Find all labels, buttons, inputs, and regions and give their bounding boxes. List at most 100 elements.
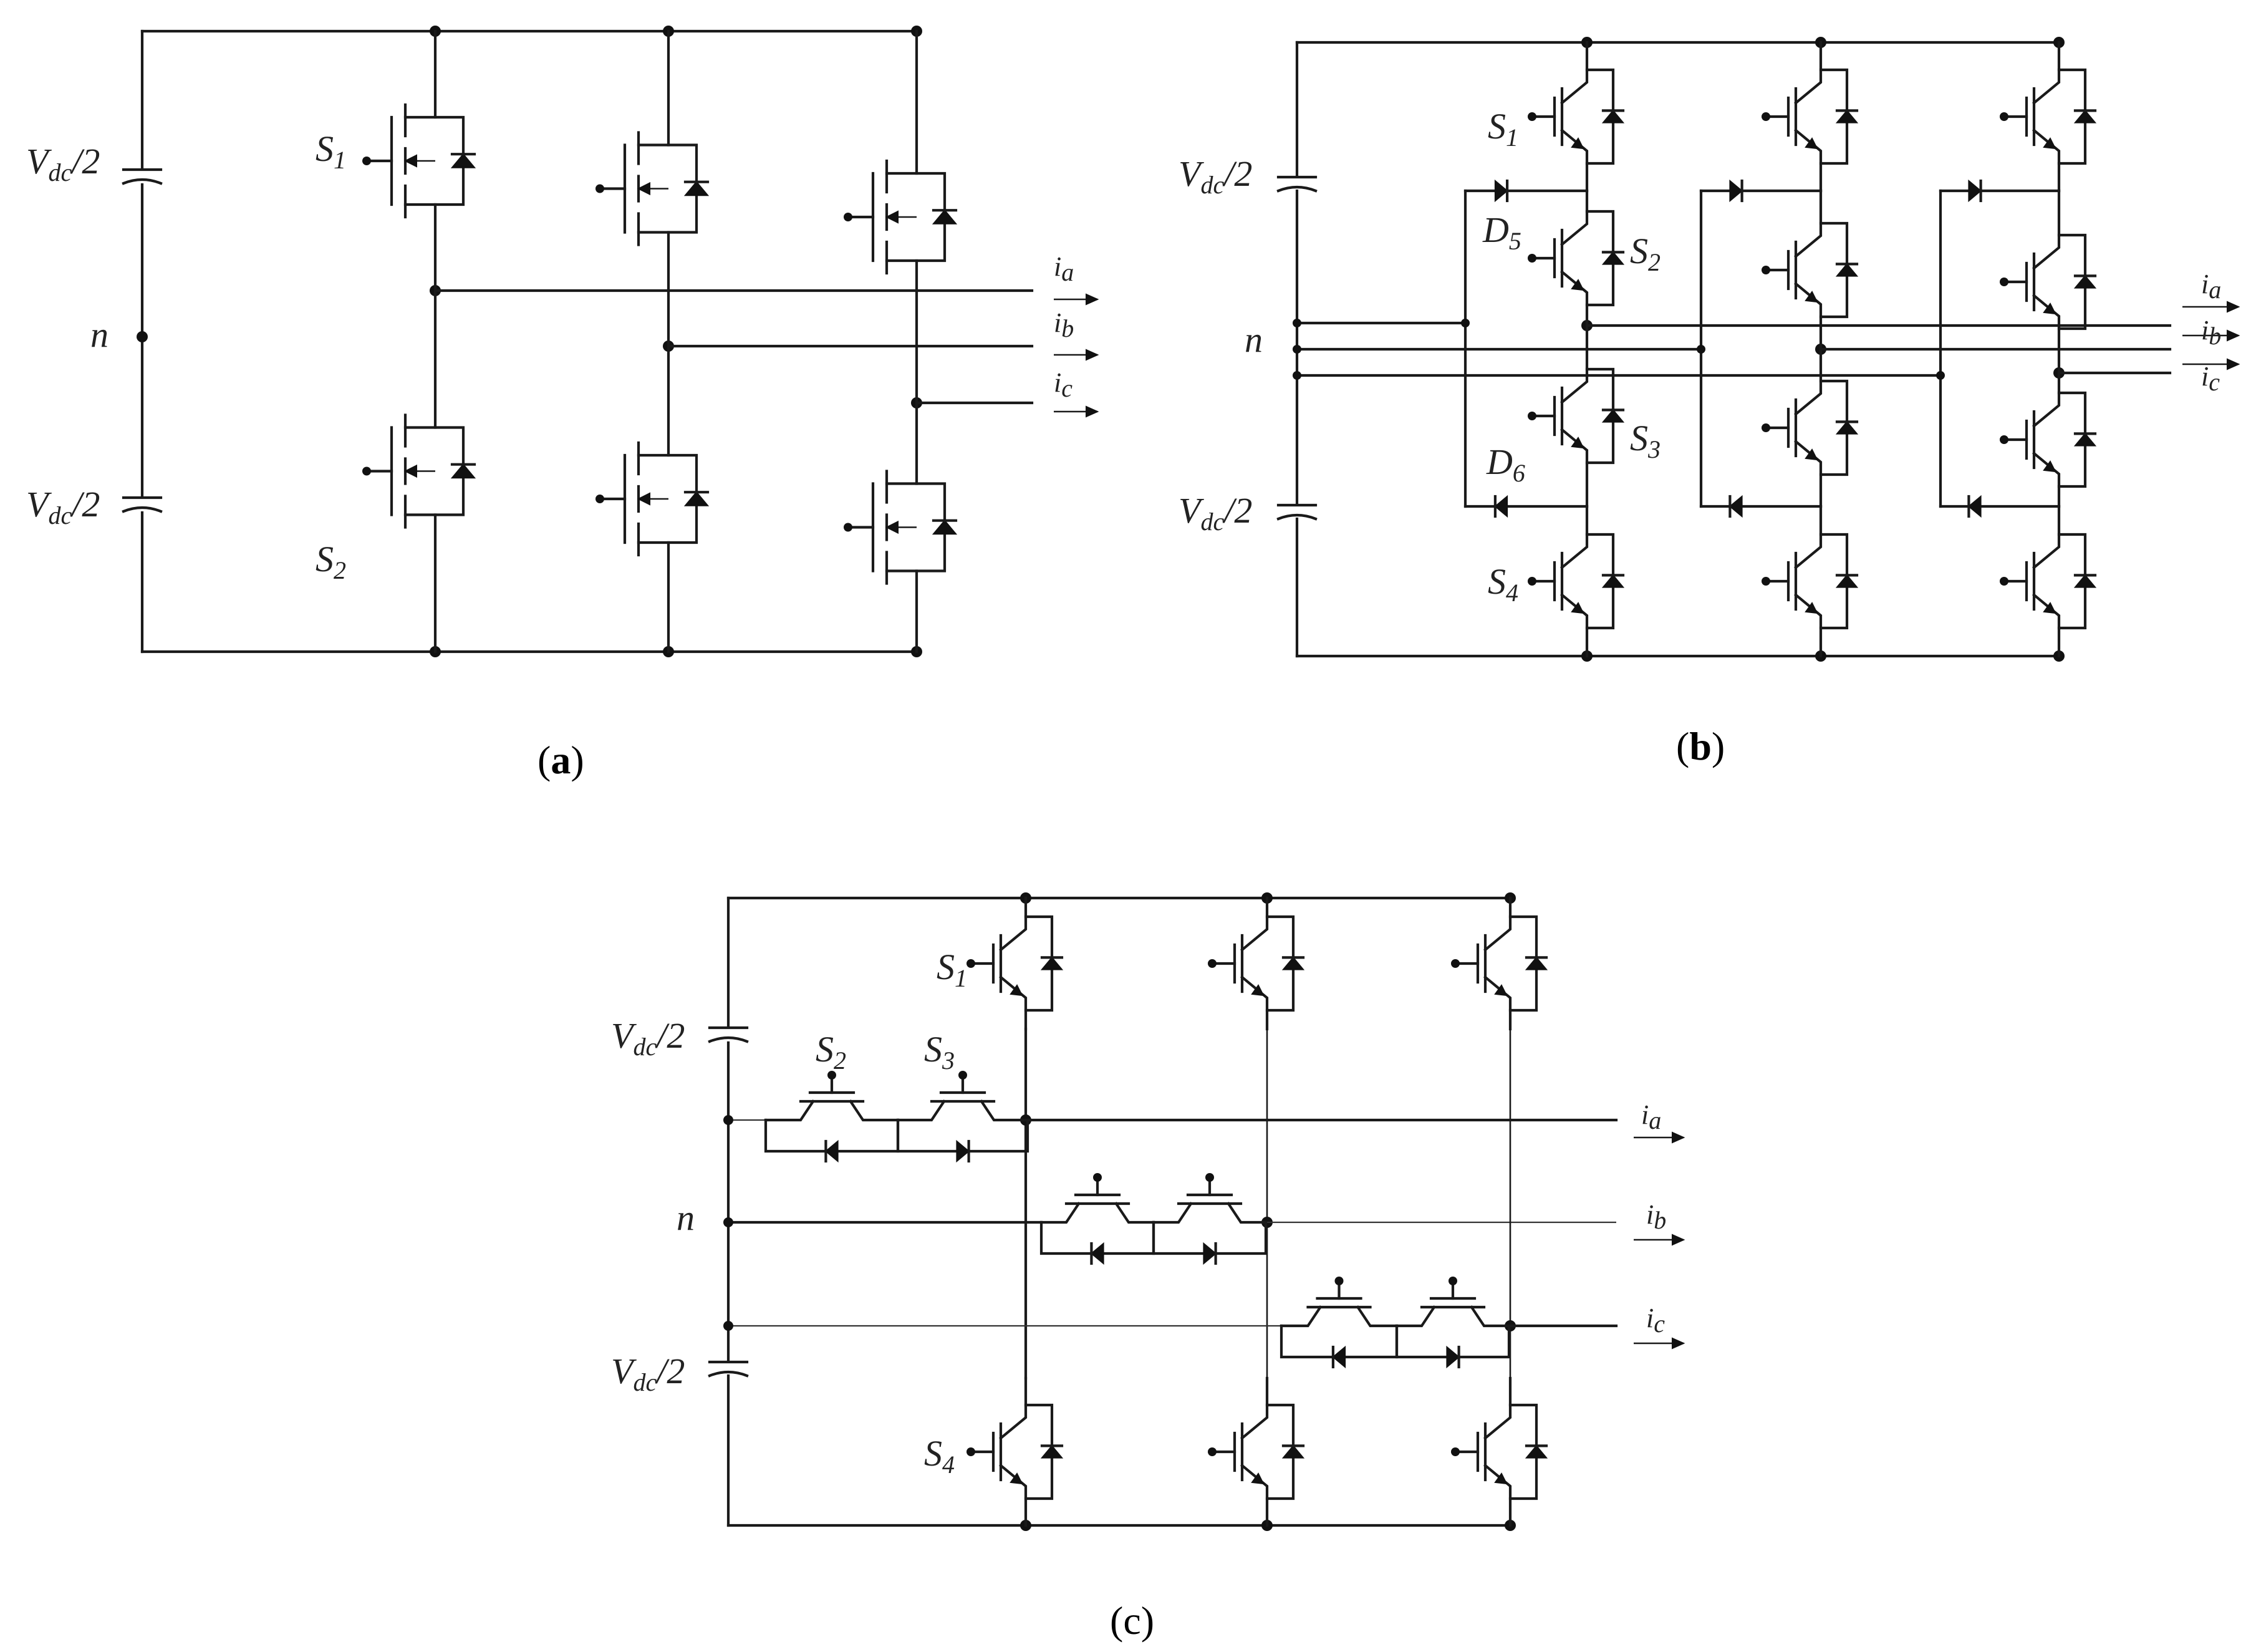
emitter-arrow bbox=[1571, 137, 1584, 150]
emitter-lead bbox=[1794, 440, 1823, 508]
gate-terminal bbox=[967, 959, 975, 968]
emitter-arrow bbox=[1010, 1472, 1023, 1485]
panel-b-ic-label: ic bbox=[2201, 361, 2220, 396]
s2-igbt-leg-2 bbox=[1762, 189, 1859, 351]
collector-lead bbox=[999, 896, 1028, 952]
s4-igbt-leg-1 bbox=[1528, 505, 1625, 658]
anti-parallel-diode-triangle bbox=[2073, 274, 2097, 289]
gate-terminal bbox=[1208, 1447, 1217, 1456]
emitter-lead bbox=[1560, 128, 1589, 193]
panel-c-s1-label: S1 bbox=[937, 947, 967, 992]
panel-b-vdc-bottom-label: Vdc/2 bbox=[1179, 490, 1252, 536]
anti-parallel-diode-triangle bbox=[1281, 956, 1305, 970]
emitter-lead bbox=[999, 975, 1028, 1031]
anti-parallel-diode-triangle bbox=[1601, 574, 1625, 588]
gate-terminal bbox=[1762, 112, 1770, 121]
anti-parallel-diode-triangle bbox=[1090, 1242, 1104, 1265]
lower-igbt-leg-1 bbox=[967, 1376, 1064, 1527]
panel-b-s1-label: S1 bbox=[1488, 106, 1518, 152]
panel-a-vdc-top-label: Vdc/2 bbox=[26, 141, 100, 186]
panel-c-s3-label: S3 bbox=[924, 1029, 955, 1075]
gate-terminal bbox=[2000, 112, 2008, 121]
panel-c-t-type-inverter: Vdc/2 n Vdc/2 S1 S2 S3 S4 ia ib ic (c) bbox=[611, 892, 1685, 1643]
source-lead bbox=[885, 569, 918, 654]
drain-lead bbox=[885, 401, 918, 485]
panel-a-vdc-bottom-label: Vdc/2 bbox=[26, 484, 100, 529]
neutral-rail-node-3 bbox=[723, 1321, 733, 1331]
panel-b-s4-label: S4 bbox=[1488, 561, 1518, 607]
panel-a-ia-label: ia bbox=[1054, 251, 1074, 286]
panel-c-vdc-bottom-label: Vdc/2 bbox=[611, 1351, 685, 1396]
emitter-arrow bbox=[1571, 602, 1584, 614]
capacitor-bottom-plate-bottom bbox=[122, 506, 163, 513]
anti-parallel-diode-triangle bbox=[932, 209, 958, 225]
neutral-rail-node-1 bbox=[1293, 319, 1301, 327]
emitter-arrow bbox=[1494, 1472, 1508, 1485]
bidirectional-cell-right-2 bbox=[1152, 1173, 1268, 1265]
collector-lead bbox=[2032, 505, 2061, 569]
upper-igbt-leg-3 bbox=[1451, 896, 1548, 1031]
capacitor-bottom-plate-bottom bbox=[708, 1370, 749, 1378]
body-arrow bbox=[403, 154, 417, 168]
clamp-diode-bottom-3-triangle bbox=[1967, 495, 1982, 518]
clamp-diode-top-2-triangle bbox=[1729, 179, 1743, 203]
gate-terminal bbox=[1451, 1447, 1460, 1456]
emitter-lead bbox=[2032, 128, 2061, 193]
cell-left-lead bbox=[1280, 1305, 1323, 1328]
cell-left-lead bbox=[896, 1099, 946, 1122]
emitter-arrow bbox=[1251, 984, 1265, 997]
collector-lead bbox=[1794, 505, 1823, 569]
collector-lead bbox=[2032, 189, 2061, 270]
cell-right-lead bbox=[1356, 1305, 1399, 1328]
panel-a-s2-label: S2 bbox=[316, 539, 346, 584]
gate-terminal bbox=[844, 213, 852, 221]
emitter-arrow bbox=[1494, 984, 1508, 997]
phase-current-arrow-2-head bbox=[1672, 1234, 1685, 1246]
neutral-rail-node-1 bbox=[723, 1115, 733, 1125]
emitter-arrow bbox=[2043, 137, 2056, 150]
panel-b-caption: (b) bbox=[1676, 724, 1725, 768]
capacitor-bottom-plate-bottom bbox=[1276, 513, 1318, 521]
panel-c-ib-label: ib bbox=[1646, 1199, 1666, 1234]
bidirectional-cell-left-2 bbox=[1039, 1173, 1155, 1265]
s3-igbt-leg-2 bbox=[1762, 347, 1859, 508]
upper-igbt-leg-1 bbox=[967, 896, 1064, 1031]
clamp-neutral-node-3 bbox=[1936, 371, 1945, 380]
panel-b-vdc-top-label: Vdc/2 bbox=[1179, 153, 1252, 199]
anti-parallel-diode-triangle bbox=[2073, 432, 2097, 447]
phase-current-arrow-1-head bbox=[1086, 293, 1099, 306]
emitter-arrow bbox=[2043, 302, 2056, 315]
clamp-neutral-node-2 bbox=[1697, 345, 1705, 354]
capacitor-top-plate-bottom bbox=[1276, 185, 1318, 193]
emitter-arrow bbox=[1805, 448, 1818, 461]
emitter-lead bbox=[2032, 593, 2061, 658]
body-arrow bbox=[403, 464, 417, 478]
anti-parallel-diode-triangle bbox=[1601, 109, 1625, 123]
gate-terminal bbox=[1528, 254, 1536, 263]
emitter-arrow bbox=[1571, 279, 1584, 291]
phase-current-arrow-1-head bbox=[2227, 301, 2240, 313]
gate-terminal bbox=[1208, 959, 1217, 968]
clamp-diode-top-3-triangle bbox=[1968, 179, 1982, 203]
emitter-lead bbox=[2032, 452, 2061, 508]
cell-left-lead bbox=[1395, 1305, 1436, 1328]
s1-igbt-leg-2 bbox=[1762, 41, 1859, 193]
emitter-lead bbox=[1560, 593, 1589, 658]
panel-b-d5-label: D5 bbox=[1482, 210, 1521, 255]
anti-parallel-diode-triangle bbox=[2073, 109, 2097, 123]
gate-terminal bbox=[1762, 577, 1770, 586]
cell-right-lead bbox=[1470, 1305, 1511, 1328]
panel-c-neutral-label: n bbox=[677, 1197, 695, 1238]
anti-parallel-diode-triangle bbox=[1525, 1444, 1548, 1459]
panel-b-d6-label: D6 bbox=[1486, 442, 1525, 487]
panel-b-s2-label: S2 bbox=[1630, 231, 1661, 276]
drain-lead bbox=[637, 344, 670, 457]
panel-b-ib-label: ib bbox=[2201, 315, 2221, 350]
emitter-lead bbox=[1483, 975, 1512, 1031]
upper-igbt-leg-2 bbox=[1208, 896, 1305, 1031]
emitter-arrow bbox=[1805, 291, 1818, 303]
gate-terminal bbox=[967, 1447, 975, 1456]
gate-terminal bbox=[595, 184, 604, 193]
lower-igbt-leg-2 bbox=[1208, 1376, 1305, 1527]
s4-igbt-leg-2 bbox=[1762, 505, 1859, 658]
